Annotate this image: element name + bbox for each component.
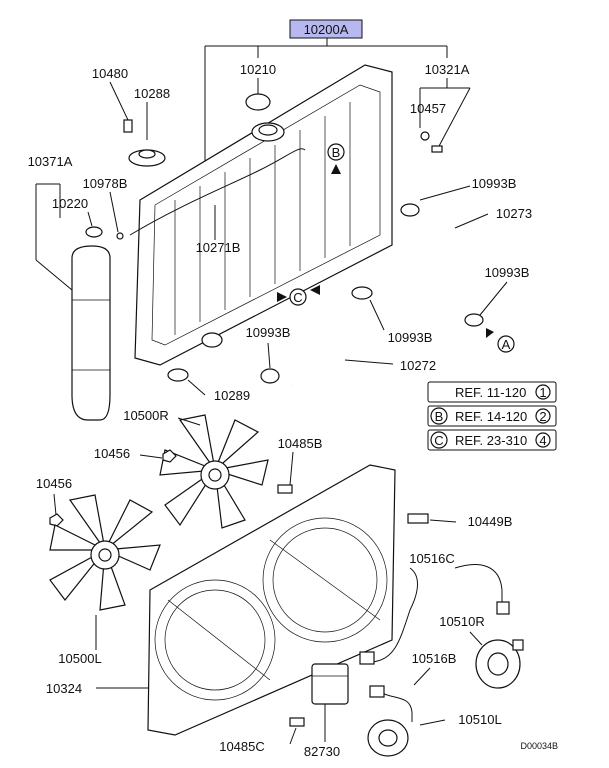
- callout-b: [327, 143, 345, 161]
- label-10449B: 10449B: [468, 514, 513, 529]
- radiator-assembly: [134, 64, 393, 366]
- svg-text:1: 1: [539, 385, 546, 400]
- harness-10516C: [371, 567, 418, 663]
- label-10456-upper: 10456: [94, 446, 130, 461]
- clamp-10993B-right: [464, 313, 484, 327]
- connector-10516B: [369, 685, 385, 698]
- nut-10456-lower: [49, 513, 64, 527]
- label-10485C: 10485C: [219, 739, 265, 754]
- bolt-10449B: [407, 513, 429, 524]
- fan-10500R: [159, 414, 269, 529]
- label-10288: 10288: [134, 86, 170, 101]
- clamp-10993B-lower: [260, 368, 280, 384]
- label-10456-lower: 10456: [36, 476, 72, 491]
- label-10210: 10210: [240, 62, 276, 77]
- main-part-leaders: [204, 38, 448, 165]
- bolt-10480: [123, 119, 133, 133]
- label-10272: 10272: [400, 358, 436, 373]
- overflow-hose: [129, 148, 306, 236]
- label-10289: 10289: [214, 388, 250, 403]
- reservoir-cap: [85, 226, 103, 238]
- label-10273: 10273: [496, 206, 532, 221]
- label-10480: 10480: [92, 66, 128, 81]
- label-10485B: 10485B: [278, 436, 323, 451]
- label-10500R: 10500R: [123, 408, 169, 423]
- label-10516B: 10516B: [412, 651, 457, 666]
- connector-10516C: [496, 601, 510, 615]
- svg-text:REF. 14-120: REF. 14-120: [455, 409, 527, 424]
- clamp-10993B-upper: [400, 203, 420, 217]
- label-10371A: 10371A: [28, 154, 73, 169]
- label-10457: 10457: [410, 101, 446, 116]
- drain-plug: [431, 145, 443, 153]
- svg-text:A: A: [502, 337, 511, 352]
- nut-10456-upper: [162, 449, 177, 463]
- callout-c: [289, 288, 307, 306]
- harness-10516B: [379, 691, 413, 722]
- clamp-10993B-mid: [351, 286, 373, 300]
- clip-10978B: [116, 232, 124, 240]
- connector-10516C-left: [359, 651, 375, 665]
- label-10510R: 10510R: [439, 614, 485, 629]
- reference-row-b: B REF. 14-120 2: [427, 405, 557, 427]
- reservoir-tank: [71, 245, 111, 421]
- label-10321A: 10321A: [425, 62, 470, 77]
- label-10993B-lower: 10993B: [246, 325, 291, 340]
- bolt-10485B: [277, 484, 293, 494]
- fan-10500L: [49, 494, 161, 611]
- svg-text:B: B: [435, 409, 444, 424]
- svg-text:C: C: [293, 290, 302, 305]
- fan-shroud: [147, 464, 396, 736]
- main-part-label: 10200A: [304, 22, 349, 37]
- label-10993B-mid: 10993B: [388, 330, 433, 345]
- radiator-cap: [245, 93, 271, 111]
- reference-row-c: C REF. 23-310 4: [427, 429, 557, 451]
- drawing-code: D00034B: [520, 741, 558, 751]
- harness-10516C-branch: [454, 564, 503, 602]
- relay-82730: [311, 663, 349, 705]
- svg-text:B: B: [332, 145, 341, 160]
- label-10500L: 10500L: [58, 651, 101, 666]
- reference-legend: A REF. 11-120 1 B REF. 14-120 2 C REF. 2…: [427, 381, 557, 451]
- svg-text:C: C: [434, 433, 443, 448]
- svg-text:2: 2: [539, 409, 546, 424]
- label-10993B-right: 10993B: [485, 265, 530, 280]
- label-10516C: 10516C: [409, 551, 455, 566]
- svg-text:4: 4: [539, 433, 546, 448]
- bolt-10485C: [289, 717, 305, 727]
- svg-text:REF. 23-310: REF. 23-310: [455, 433, 527, 448]
- reference-row-a: A REF. 11-120 1: [427, 381, 557, 403]
- main-part-highlight: [289, 19, 363, 39]
- svg-text:REF. 11-120: REF. 11-120: [455, 385, 526, 400]
- mount-10289: [167, 368, 189, 382]
- label-82730: 82730: [304, 744, 340, 759]
- label-10978B: 10978B: [83, 176, 128, 191]
- label-10510L: 10510L: [458, 712, 501, 727]
- label-10993B-upper: 10993B: [472, 176, 517, 191]
- label-10271B: 10271B: [196, 240, 241, 255]
- drain-washer: [420, 131, 430, 141]
- label-10220: 10220: [52, 196, 88, 211]
- callout-a: [497, 335, 515, 353]
- label-10324: 10324: [46, 681, 82, 696]
